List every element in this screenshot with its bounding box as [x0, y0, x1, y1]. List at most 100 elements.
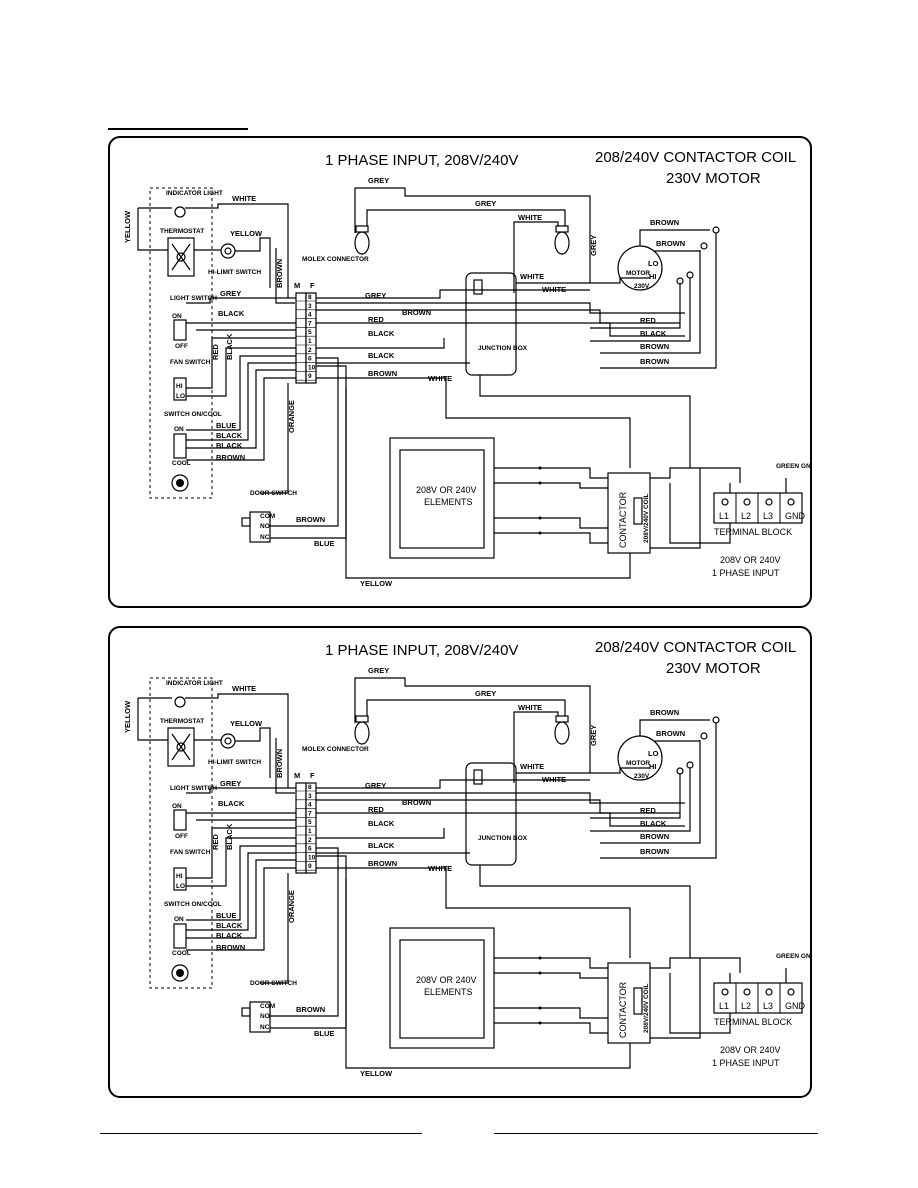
svg-text:BROWN: BROWN: [296, 515, 325, 524]
indicator-light-label: INDICATOR LIGHT: [166, 680, 223, 687]
svg-text:BLACK: BLACK: [216, 441, 243, 450]
oncool-switch-label: SWITCH ON/COOL: [164, 411, 222, 418]
svg-text:BLACK: BLACK: [218, 309, 245, 318]
molex-pin-9: 9: [308, 863, 312, 870]
svg-text:GREY: GREY: [220, 779, 241, 788]
svg-text:COOL: COOL: [172, 460, 191, 467]
junction-box-label: JUNCTION BOX: [478, 345, 528, 352]
junction-box-label: JUNCTION BOX: [478, 835, 528, 842]
svg-text:ON: ON: [172, 803, 182, 810]
svg-text:YELLOW: YELLOW: [230, 719, 263, 728]
elements-label: 208V OR 240V ELEMENTS: [416, 485, 479, 507]
svg-text:BROWN: BROWN: [275, 749, 284, 778]
fan-switch-label: FAN SWITCH: [170, 849, 211, 856]
hi-limit-label: HI-LIMIT SWITCH: [208, 759, 261, 766]
svg-text:YELLOW: YELLOW: [230, 229, 263, 238]
svg-text:BLACK: BLACK: [216, 431, 243, 440]
junction-box: [465, 762, 517, 866]
svg-text:WHITE: WHITE: [518, 703, 542, 712]
terminal-screw-gnd: [787, 498, 795, 506]
svg-text:LO: LO: [176, 393, 185, 400]
door-switch-icon: [249, 511, 271, 543]
lamp-right-icon: [554, 231, 570, 255]
terminal-screw-gnd: [787, 988, 795, 996]
terminal-gnd: GND: [785, 1001, 806, 1011]
svg-text:BROWN: BROWN: [650, 708, 679, 717]
svg-text:BROWN: BROWN: [640, 832, 669, 841]
svg-text:ON: ON: [172, 313, 182, 320]
lamp-left-icon: [354, 231, 370, 255]
green-gnd-label: GREEN GND: [776, 463, 810, 470]
svg-text:LO: LO: [176, 883, 185, 890]
molex-pin-2: 2: [308, 347, 312, 354]
svg-text:BLACK: BLACK: [216, 931, 243, 940]
contactor: [607, 472, 651, 554]
svg-text:BROWN: BROWN: [402, 308, 431, 317]
svg-text:BLACK: BLACK: [218, 799, 245, 808]
svg-text:F: F: [310, 771, 315, 780]
svg-text:BROWN: BROWN: [656, 239, 685, 248]
title-right-2: 230V MOTOR: [666, 170, 761, 187]
heating-element-outer: [389, 927, 495, 1049]
hi-limit-label: HI-LIMIT SWITCH: [208, 269, 261, 276]
molex-pin-8: 8: [308, 294, 312, 301]
svg-text:RED: RED: [368, 805, 384, 814]
terminal-block-label: TERMINAL BLOCK: [714, 1017, 792, 1027]
svg-text:RED: RED: [640, 806, 656, 815]
molex-pin-7: 7: [308, 320, 312, 327]
svg-text:WHITE: WHITE: [520, 272, 544, 281]
light-switch-label: LIGHT SWITCH: [170, 295, 217, 302]
light-switch-icon: [173, 809, 187, 831]
fan-switch-label: FAN SWITCH: [170, 359, 211, 366]
input-line2: 1 PHASE INPUT: [712, 1058, 780, 1068]
molex-pin-6: 6: [308, 356, 312, 363]
svg-text:RED: RED: [368, 315, 384, 324]
title-right-2: 230V MOTOR: [666, 660, 761, 677]
svg-text:LO: LO: [648, 749, 659, 758]
svg-text:COOL: COOL: [172, 950, 191, 957]
knob-icon: [171, 474, 189, 492]
svg-text:ON: ON: [174, 426, 184, 433]
green-gnd-label: GREEN GND: [776, 953, 810, 960]
svg-text:BLUE: BLUE: [314, 539, 334, 548]
terminal-l2: L2: [741, 511, 751, 521]
fan-switch-icon: [173, 377, 187, 401]
svg-text:GREY: GREY: [589, 235, 598, 256]
svg-text:GREY: GREY: [365, 781, 386, 790]
indicator-light-icon: [174, 206, 186, 218]
elements-label: 208V OR 240V ELEMENTS: [416, 975, 479, 997]
molex-pin-9: 9: [308, 373, 312, 380]
svg-text:BLUE: BLUE: [314, 1029, 334, 1038]
hi-limit-icon: [220, 243, 236, 259]
molex-pin-4: 4: [308, 312, 312, 319]
oncool-switch-label: SWITCH ON/COOL: [164, 901, 222, 908]
svg-text:YELLOW: YELLOW: [360, 1069, 393, 1078]
heating-element-outer: [389, 437, 495, 559]
footer-rule-left: [100, 1133, 422, 1134]
motor-label: MOTOR: [626, 270, 650, 277]
svg-text:208V/240V COIL: 208V/240V COIL: [643, 983, 650, 1033]
svg-text:HI: HI: [176, 873, 183, 880]
terminal-screw-l1: [721, 988, 729, 996]
door-switch-label: DOOR SWITCH: [250, 490, 297, 497]
molex-pin-10: 10: [308, 364, 316, 371]
svg-text:BROWN: BROWN: [656, 729, 685, 738]
svg-text:ORANGE: ORANGE: [287, 890, 296, 923]
input-line2: 1 PHASE INPUT: [712, 568, 780, 578]
svg-text:BROWN: BROWN: [296, 1005, 325, 1014]
svg-text:F: F: [310, 281, 315, 290]
svg-text:BLACK: BLACK: [368, 351, 395, 360]
svg-text:BLACK: BLACK: [368, 841, 395, 850]
svg-text:GREY: GREY: [368, 666, 389, 675]
lamp-left-icon: [354, 721, 370, 745]
svg-text:LO: LO: [648, 259, 659, 268]
header-rule: [108, 128, 248, 130]
svg-text:BLACK: BLACK: [368, 819, 395, 828]
junction-box: [465, 272, 517, 376]
svg-text:BROWN: BROWN: [368, 859, 397, 868]
wiring-panel-1: 1 PHASE INPUT, 208V/240V 208/240V CONTAC…: [108, 136, 812, 608]
svg-text:BROWN: BROWN: [640, 357, 669, 366]
